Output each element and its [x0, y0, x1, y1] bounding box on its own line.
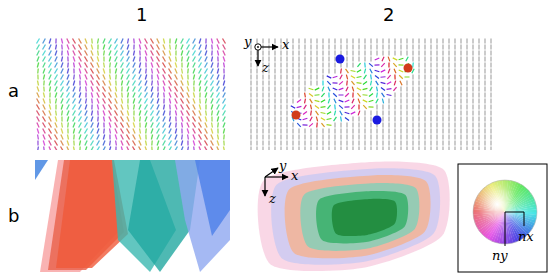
panel-label: a: [8, 80, 19, 101]
axis-label: x: [291, 168, 298, 183]
axis-label: x: [282, 37, 289, 52]
spin-field: [251, 39, 491, 151]
panel-label: b: [8, 205, 19, 226]
isosurface: [258, 162, 450, 272]
axis-label: ny: [492, 248, 508, 263]
panel-label: 2: [383, 4, 394, 25]
spin-field: [37, 39, 226, 151]
axis-label: nx: [518, 229, 534, 244]
isosurface: [35, 160, 230, 272]
axis-label: y: [279, 158, 286, 173]
axis-label: y: [244, 34, 251, 49]
axis-label: z: [262, 60, 269, 75]
panel-label: 1: [136, 4, 147, 25]
color-sphere: [458, 164, 547, 272]
axis-label: z: [269, 191, 276, 206]
